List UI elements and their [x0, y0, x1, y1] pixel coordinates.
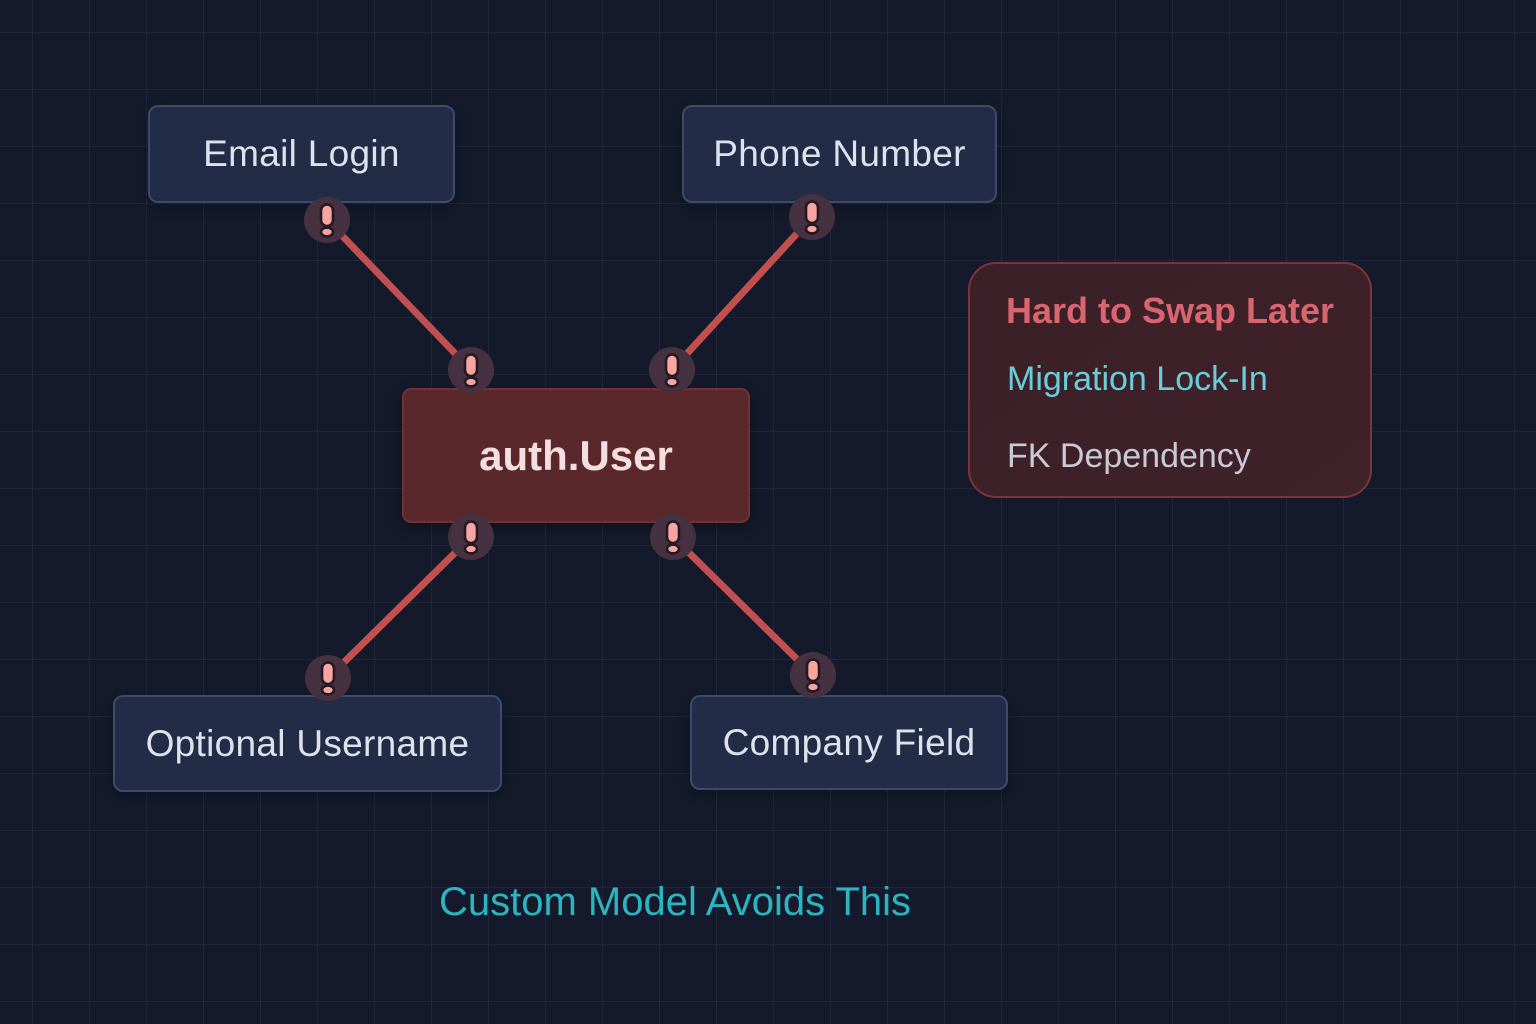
node-company-field-label: Company Field — [722, 721, 976, 763]
exclamation-warning-icon — [650, 514, 696, 560]
edge-center-to-company — [669, 533, 817, 679]
warning-badge-email — [304, 197, 350, 243]
exclamation-warning-icon — [649, 347, 695, 393]
edge-email-to-center — [323, 216, 475, 374]
edge-center-to-username — [324, 533, 475, 682]
exclamation-warning-icon — [304, 197, 350, 243]
exclamation-warning-icon — [305, 655, 351, 701]
node-optional-username-label: Optional Username — [145, 722, 470, 764]
node-company-field[interactable]: Company Field — [690, 695, 1008, 790]
panel-title: Hard to Swap Later — [1005, 290, 1335, 331]
node-auth-user-label: auth.User — [479, 431, 673, 479]
node-optional-username[interactable]: Optional Username — [113, 695, 502, 792]
warning-badge-username — [305, 655, 351, 701]
exclamation-warning-icon — [448, 514, 494, 560]
node-auth-user[interactable]: auth.User — [402, 388, 750, 523]
node-email-login-label: Email Login — [203, 133, 400, 174]
warning-badge-company — [790, 652, 836, 698]
annotation-panel: Hard to Swap Later Migration Lock-In FK … — [968, 262, 1372, 498]
warning-badge-center-bottom-left — [448, 514, 494, 560]
diagram-caption: Custom Model Avoids This — [438, 880, 912, 924]
panel-item-migration-lock-in: Migration Lock-In — [1007, 360, 1268, 398]
node-phone-number-label: Phone Number — [713, 133, 966, 174]
exclamation-warning-icon — [448, 347, 494, 393]
node-phone-number[interactable]: Phone Number — [682, 105, 997, 203]
edge-phone-to-center — [668, 213, 816, 374]
warning-badge-phone — [789, 194, 835, 240]
exclamation-warning-icon — [790, 652, 836, 698]
panel-item-fk-dependency: FK Dependency — [1007, 437, 1251, 475]
warning-badge-center-top-left — [448, 347, 494, 393]
warning-badge-center-bottom-right — [650, 514, 696, 560]
warning-badge-center-top-right — [649, 347, 695, 393]
node-email-login[interactable]: Email Login — [148, 105, 455, 203]
exclamation-warning-icon — [789, 194, 835, 240]
